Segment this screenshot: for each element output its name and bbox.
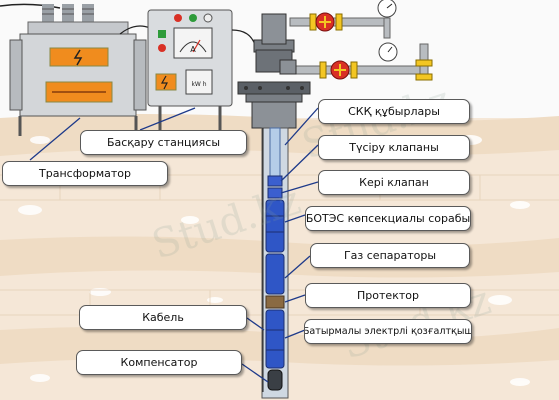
red-lamp-icon (174, 14, 182, 22)
ammeter-needle-icon (179, 41, 207, 53)
power-line (0, 3, 61, 9)
label-protector: Протектор (305, 283, 471, 308)
tubing-string (269, 127, 281, 181)
label-cable: Кабель (79, 305, 247, 330)
control-station-cabinet: A kW h (147, 9, 233, 130)
downhole-assembly (265, 175, 285, 391)
kwh-meter-unit: kW h (191, 81, 206, 88)
transformer (9, 4, 147, 136)
label-check-valve: Кері клапан (318, 170, 470, 195)
label-control-station: Басқару станциясы (80, 130, 247, 155)
green-lamp-icon (189, 14, 197, 22)
ammeter-unit: A (190, 45, 196, 54)
hazard-icon (160, 75, 168, 90)
label-tubing: СКҚ құбырлары (318, 99, 470, 124)
label-gas-separator: Газ сепараторы (310, 243, 470, 268)
label-drain-valve: Түсіру клапаны (318, 135, 470, 160)
label-compensator: Компенсатор (76, 350, 242, 375)
pressure-gauge-icon (377, 0, 397, 18)
surface-pipework (289, 0, 433, 81)
label-pump: БОТЭС көпсекциалы сорабы (305, 206, 471, 231)
transformer-station-cable (119, 25, 151, 35)
wellhead (237, 13, 311, 129)
label-motor: Батырмалы электрлі қозғалтқыш (304, 319, 472, 344)
indicator-lamp-icon (203, 13, 213, 23)
label-transformer: Трансформатор (2, 161, 168, 186)
leader-lines (29, 107, 319, 383)
